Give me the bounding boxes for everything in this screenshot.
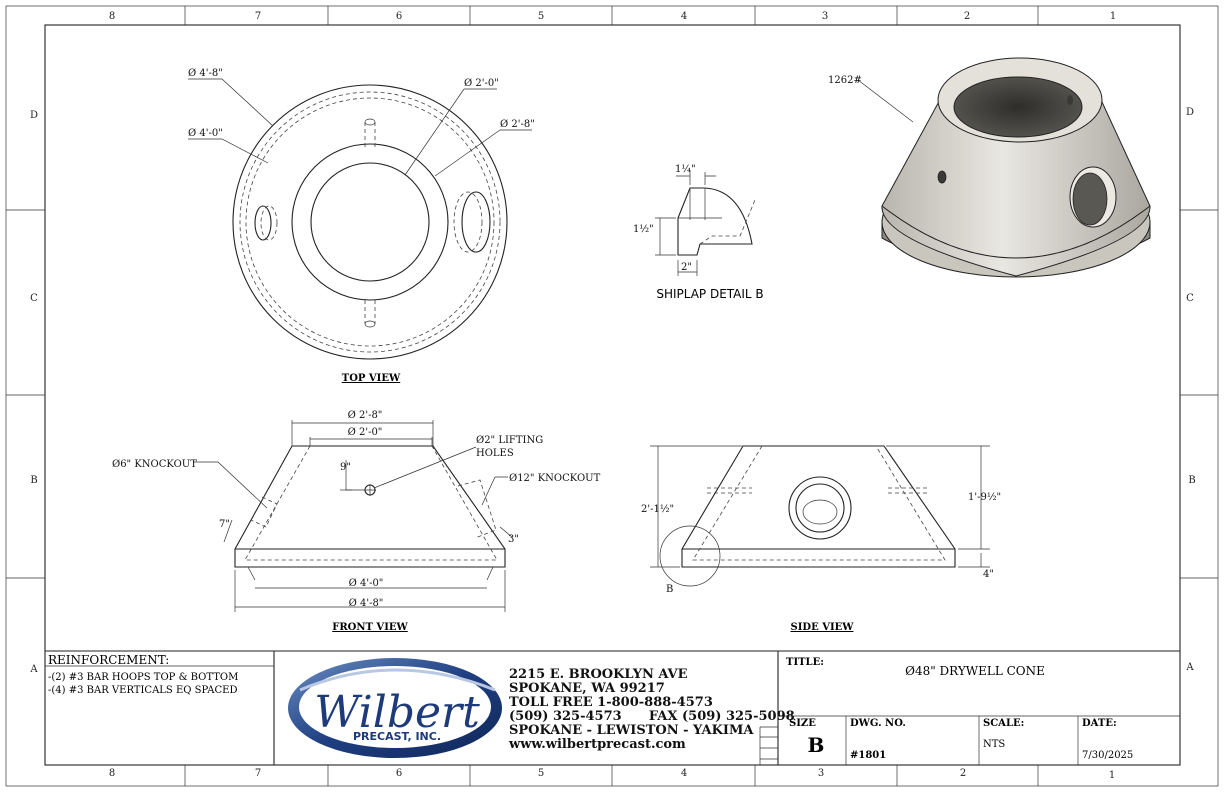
col-label: 3 [818,768,824,779]
front-dim-seven: 7" [219,519,230,530]
front-dim-top-outer: Ø 2'-8" [348,410,383,421]
col-label: 1 [1109,770,1115,781]
dwg-label: DWG. NO. [850,718,906,729]
address-line: SPOKANE, WA 99217 [509,681,665,696]
address-line: (509) 325-4573 FAX (509) 325-5098 [509,709,795,724]
col-label: 3 [822,11,828,22]
front-lifting-label: Ø2" LIFTING [476,435,543,446]
address-line: TOLL FREE 1-800-888-4573 [509,695,713,710]
front-knockout-large: Ø12" KNOCKOUT [509,473,601,484]
side-view: 2'-1½" 1'-9½" 4" B SIDE VIEW [641,445,1001,633]
reinforcement-item: -(2) #3 BAR HOOPS TOP & BOTTOM [48,672,238,683]
front-dim-top-inner: Ø 2'-0" [348,427,383,438]
zone-labels: 8 7 6 5 4 3 2 1 8 7 6 5 4 3 2 1 D C B A … [29,11,1195,781]
reinforcement-item: -(4) #3 BAR VERTICALS EQ SPACED [48,685,238,696]
col-label: 8 [109,11,115,22]
shiplap-dim-side: 1½" [633,224,654,235]
row-label: D [30,110,38,121]
size-value: B [808,733,825,757]
date-label: DATE: [1082,718,1117,729]
row-label: A [1185,662,1194,673]
col-label: 8 [109,768,115,779]
col-label: 4 [681,11,687,22]
col-label: 4 [681,768,687,779]
iso-view: 1262# [828,57,1151,278]
side-detail-callout: B [666,584,673,595]
wilbert-logo: Wilbert PRECAST, INC. [288,658,502,758]
front-lifting-label-2: HOLES [476,448,514,459]
col-label: 5 [538,11,544,22]
top-view-label: TOP VIEW [342,373,401,384]
row-label: D [1186,107,1194,118]
logo-subtext: PRECAST, INC. [353,730,441,743]
col-label: 1 [1110,11,1116,22]
front-knockout-small: Ø6" KNOCKOUT [112,459,197,470]
front-dim-offset: 9" [340,462,351,473]
top-view: Ø 4'-8" Ø 4'-0" Ø 2'-0" Ø 2'-8" TOP VIEW [188,68,535,384]
col-label: 2 [964,11,970,22]
top-dim-outer: Ø 4'-8" [188,68,223,79]
top-dim-inner-base: Ø 4'-0" [188,128,223,139]
front-dim-base-inner: Ø 4'-0" [349,578,384,589]
address-line: SPOKANE - LEWISTON - YAKIMA [509,723,754,738]
logo-text: Wilbert [314,687,480,738]
col-label: 7 [255,11,261,22]
row-label: A [29,664,38,675]
shiplap-dim-bottom: 2" [681,262,692,273]
side-view-label: SIDE VIEW [791,622,855,633]
scale-label: SCALE: [983,718,1024,729]
col-label: 5 [538,768,544,779]
front-dim-three: 3" [508,534,519,545]
shiplap-dim-top: 1¼" [675,164,696,175]
side-dim-base: 4" [983,569,994,580]
dwg-value: #1801 [850,750,886,761]
col-label: 2 [960,768,966,779]
size-label: SIZE [789,718,816,729]
sheet-frame [5,5,1219,787]
col-label: 6 [396,768,402,779]
iso-weight: 1262# [828,75,862,86]
scale-value: NTS [983,739,1005,750]
title-block: REINFORCEMENT: -(2) #3 BAR HOOPS TOP & B… [45,650,1180,765]
col-label: 7 [255,768,261,779]
front-dim-base-outer: Ø 4'-8" [349,598,384,609]
col-label: 6 [396,11,402,22]
side-dim-height: 2'-1½" [641,504,674,515]
row-label: C [30,293,38,304]
address-line: 2215 E. BROOKLYN AVE [509,667,688,682]
row-label: C [1186,293,1194,304]
date-value: 7/30/2025 [1082,750,1133,761]
shiplap-label: SHIPLAP DETAIL B [656,287,763,301]
shiplap-detail: 1¼" 1½" 2" SHIPLAP DETAIL B [633,164,764,301]
title-label: TITLE: [786,657,824,668]
row-label: B [1188,475,1195,486]
address-line: www.wilbertprecast.com [508,737,686,752]
title-value: Ø48" DRYWELL CONE [905,664,1045,678]
front-view: Ø 2'-8" Ø 2'-0" Ø2" LIFTING HOLES Ø6" KN… [112,410,601,633]
top-dim-opening: Ø 2'-0" [464,78,499,89]
reinforcement-title: REINFORCEMENT: [48,653,169,667]
front-view-label: FRONT VIEW [332,622,408,633]
top-dim-top-outer: Ø 2'-8" [500,119,535,130]
side-dim-cone-height: 1'-9½" [968,492,1001,503]
row-label: B [30,475,37,486]
